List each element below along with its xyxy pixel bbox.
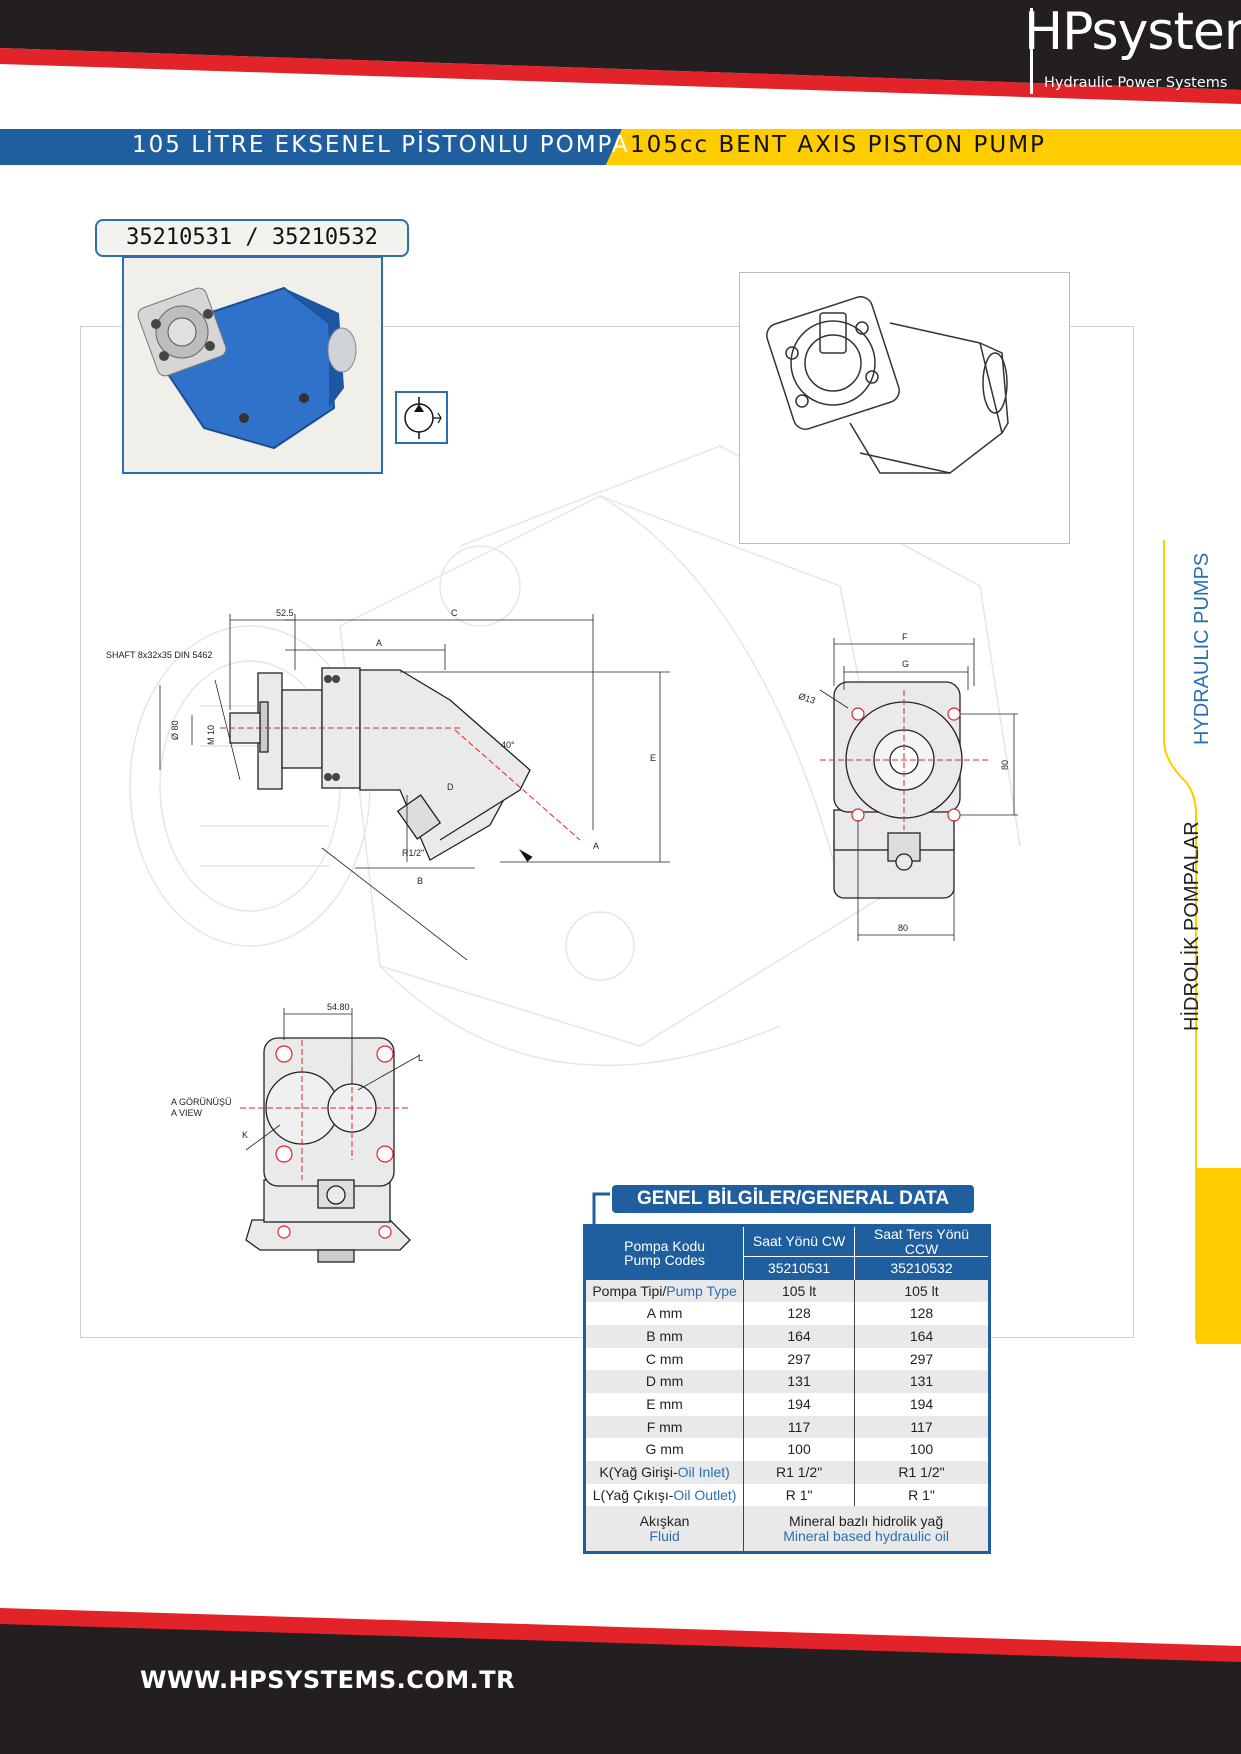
table-row: A mm 128 128	[583, 1302, 991, 1325]
dim-80-bottom: 80	[898, 923, 909, 933]
table-row-fluid: Akışkan Fluid Mineral bazlı hidrolik yağ…	[583, 1506, 990, 1553]
title-band	[0, 129, 1241, 165]
a-view-label-tr: A GÖRÜNÜŞÜ	[171, 1097, 232, 1107]
page-header	[0, 0, 1241, 112]
dim-b-label: B	[417, 876, 424, 886]
title-turkish: 105 LİTRE EKSENEL PİSTONLU POMPA	[132, 132, 630, 158]
dim-c-label: C	[451, 608, 458, 618]
cw-header: Saat Yönü CW	[743, 1225, 855, 1258]
table-row: C mm 297 297	[583, 1347, 991, 1371]
table-row: G mm 100 100	[583, 1438, 991, 1462]
dim-f-label: F	[902, 632, 908, 642]
table-row: B mm 164 164	[583, 1324, 991, 1348]
hydraulic-symbol-icon	[395, 391, 448, 444]
dim-52-5: 52.5	[276, 608, 294, 618]
brand-tagline: Hydraulic Power Systems	[1044, 75, 1228, 91]
side-view-drawing	[159, 614, 670, 960]
table-row: K(Yağ Girişi-Oil Inlet) R1 1/2" R1 1/2"	[583, 1461, 991, 1484]
side-tab-english: HYDRAULIC PUMPS	[1191, 552, 1213, 745]
a-view-drawing	[240, 1008, 421, 1263]
a-view-label-en: A VIEW	[171, 1108, 203, 1118]
table-row: Pompa Tipi/Pump Type 105 lt 105 lt	[583, 1279, 991, 1303]
pump-line-sketch	[739, 272, 1070, 544]
table-code-row: 35210531 35210532	[585, 1256, 991, 1280]
brand-logo: HPsystems	[1024, 2, 1241, 62]
ccw-header: Saat Ters Yönü CCW	[853, 1225, 991, 1258]
m10-label: M 10	[206, 724, 216, 745]
dim-a-label: A	[376, 638, 383, 648]
dia-80-label: Ø 80	[170, 720, 180, 740]
side-tab-turkish: HİDROLİK POMPALAR	[1181, 821, 1203, 1031]
dim-d-label: D	[447, 782, 454, 792]
shaft-label: SHAFT 8x32x35 DIN 5462	[106, 650, 213, 660]
angle-label: 40°	[501, 740, 515, 750]
pump-photo	[122, 256, 383, 474]
ccw-code: 35210532	[853, 1256, 991, 1280]
table-row: F mm 117 117	[583, 1415, 991, 1439]
dim-54-80: 54.80	[327, 1002, 350, 1012]
arrow-a-label: A	[593, 841, 600, 851]
website-link[interactable]: WWW.HPSYSTEMS.COM.TR	[140, 1666, 516, 1694]
table-title-bracket	[592, 1192, 610, 1228]
dim-80-side: 80	[1000, 759, 1010, 770]
k-port-label: K	[242, 1130, 249, 1140]
pump-code-header: Pompa Kodu Pump Codes	[583, 1225, 745, 1280]
l-port-label: L	[418, 1053, 424, 1063]
front-view-drawing	[820, 638, 1018, 941]
table-header-row: Pompa Kodu Pump Codes Saat Yönü CW Saat …	[583, 1225, 991, 1280]
logo-divider	[1030, 8, 1033, 94]
page-footer	[0, 1566, 1241, 1754]
cw-code: 35210531	[743, 1256, 855, 1280]
dim-g-label: G	[902, 659, 910, 669]
table-row: D mm 131 131	[583, 1370, 991, 1393]
table-row: L(Yağ Çıkışı-Oil Outlet) R 1" R 1"	[583, 1483, 991, 1507]
title-english: 105cc BENT AXIS PISTON PUMP	[630, 132, 1046, 158]
general-data-title: GENEL BİLGİLER/GENERAL DATA	[612, 1185, 974, 1213]
port-r-label: R1/2"	[402, 848, 425, 858]
side-tab-block	[1196, 1168, 1241, 1344]
table-row: E mm 194 194	[583, 1393, 991, 1416]
side-tab-line	[1163, 540, 1197, 1340]
dim-e-label: E	[650, 753, 657, 763]
general-data-table: Pompa Kodu Pump Codes Saat Yönü CW Saat …	[583, 1224, 991, 1554]
product-code-box: 35210531 / 35210532	[95, 219, 409, 257]
